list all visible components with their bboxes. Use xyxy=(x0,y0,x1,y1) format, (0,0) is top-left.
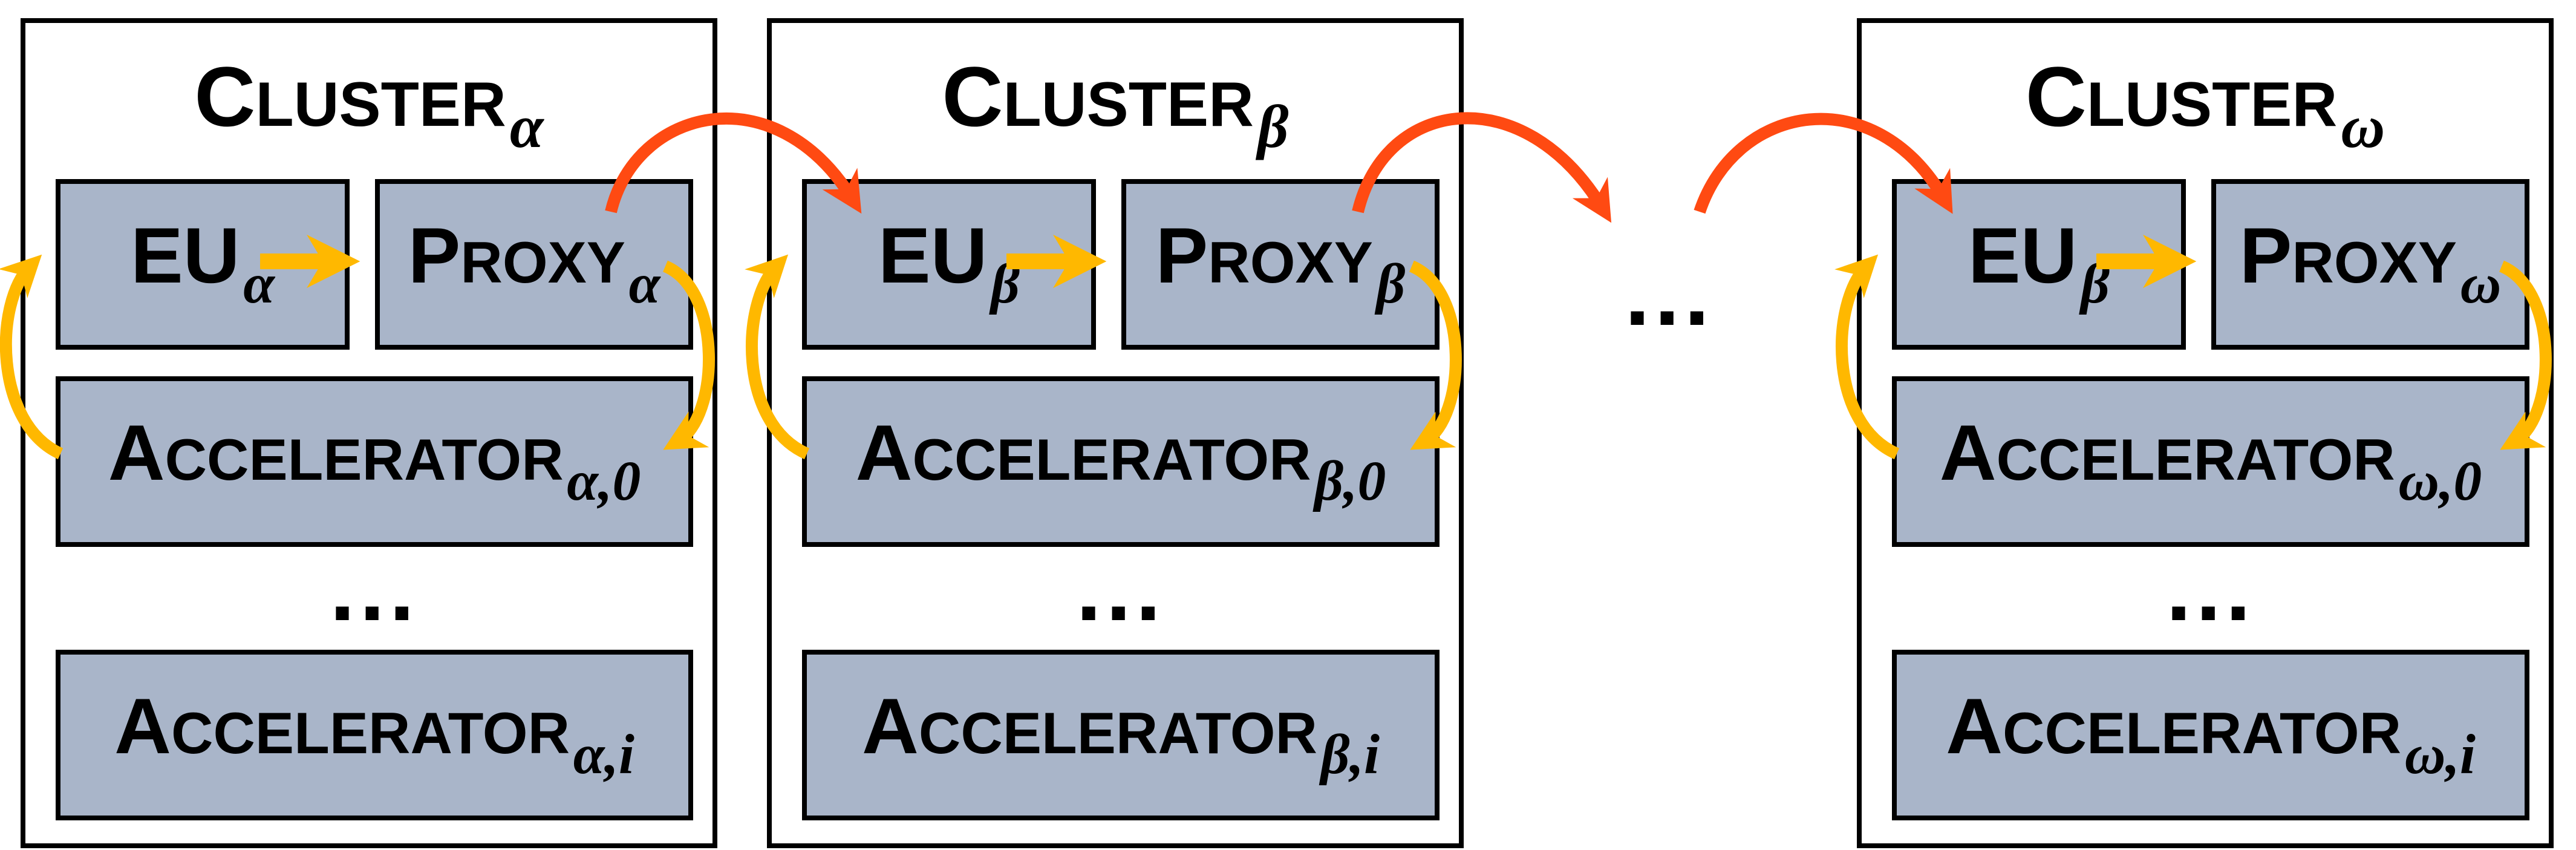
arrow-proxy-to-accelerator-alpha xyxy=(662,260,715,450)
arrow-accelerator-to-eu-alpha xyxy=(0,254,64,460)
accelerator-beta-0-box: ACCELERATORβ,0 xyxy=(802,376,1440,547)
cluster-beta: CLUSTERβ EUβ PROXYβ ACCELERATORβ,0 ... A… xyxy=(767,18,1464,848)
cluster-beta-title: CLUSTERβ xyxy=(942,49,1289,161)
cluster-alpha: CLUSTERα EUα PROXYα ACCELERATORα,0 ... A… xyxy=(21,18,717,848)
proxy-omega-box: PROXYω xyxy=(2211,179,2529,350)
accelerator-omega-0-box: ACCELERATORω,0 xyxy=(1892,376,2529,547)
arrow-proxy-to-accelerator-beta xyxy=(1409,260,1462,450)
cluster-omega-ellipsis: ... xyxy=(2166,538,2255,639)
arrow-proxy-to-accelerator-omega xyxy=(2499,260,2552,450)
accelerator-alpha-0-box: ACCELERATORα,0 xyxy=(56,376,693,547)
accelerator-alpha-i-box: ACCELERATORα,i xyxy=(56,650,693,820)
arrow-prev-to-eu-omega xyxy=(1694,113,1953,214)
clusters-ellipsis: ... xyxy=(1625,243,1714,344)
arrow-accelerator-to-eu-beta xyxy=(745,254,810,460)
cluster-beta-ellipsis: ... xyxy=(1076,538,1166,639)
cluster-omega: CLUSTERω EUβ PROXYω ACCELERATORω,0 ... A… xyxy=(1857,18,2554,848)
cluster-alpha-title: CLUSTERα xyxy=(194,49,544,161)
cluster-omega-title: CLUSTERω xyxy=(2025,49,2385,161)
proxy-alpha-box: PROXYα xyxy=(375,179,693,350)
accelerator-beta-i-box: ACCELERATORβ,i xyxy=(802,650,1440,820)
cluster-alpha-ellipsis: ... xyxy=(330,538,419,639)
accelerator-omega-i-box: ACCELERATORω,i xyxy=(1892,650,2529,820)
arrow-accelerator-to-eu-omega xyxy=(1834,254,1900,460)
proxy-beta-box: PROXYβ xyxy=(1121,179,1440,350)
arrow-proxy-alpha-to-eu-beta xyxy=(605,113,862,214)
arrow-proxy-beta-to-next xyxy=(1352,112,1612,223)
